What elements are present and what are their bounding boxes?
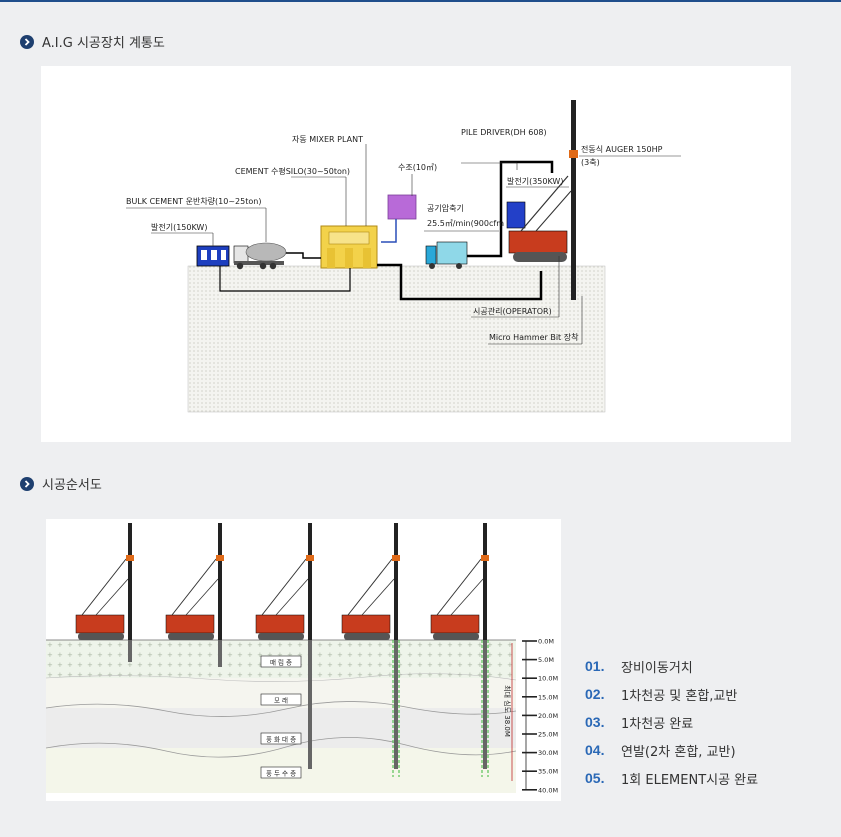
section-heading-system: A.I.G 시공장치 계통도 [20,32,165,51]
air-line [467,160,554,258]
depth-label: 10.0M [538,675,558,683]
grout-line [377,263,543,301]
depth-label: 15.0M [538,693,558,701]
depth-label: 5.0M [538,656,554,664]
pile-driver-rig [430,523,489,777]
system-diagram: + [126,100,681,413]
water-tank [387,194,417,220]
svg-text:풍 화 대 층: 풍 화 대 층 [266,735,296,744]
system-diagram-panel: + [41,66,791,442]
label-hammer-bit: Micro Hammer Bit 장착 [489,332,579,342]
rig-layer [75,523,489,777]
depth-scale: 0.0M 5.0M 10.0M 15.0M 20.0M 25.0M 30.0M 35.0M 40… [522,638,558,794]
depth-label: 25.0M [538,731,558,739]
svg-text:매 립 층: 매 립 층 [270,658,292,667]
section-title: 시공순서도 [42,478,102,493]
step-item: 03. 1차천공 완료 [585,708,758,736]
depth-label: 30.0M [538,749,558,757]
sequence-diagram: 매 립 층 모 래 풍 화 대 층 풍 두 수 층 0.0M 5.0M 10.0M 1… [45,523,558,794]
section-title: A.I.G 시공장치 계통도 [42,36,165,51]
step-item: 04. 연발(2차 혼합, 교반) [585,736,758,764]
svg-text:풍 두 수 층: 풍 두 수 층 [266,769,296,778]
step-number: 01. [585,658,605,674]
label-air-compressor: 공기압축기 [427,204,464,213]
pile-driver-rig [165,523,224,667]
label-mixer-plant: 자동 MIXER PLANT [292,135,363,144]
label-water-tank: 수조(10㎥) [398,163,437,172]
step-item: 01. 장비이동거치 [585,652,758,680]
chevron-right-icon [20,476,34,491]
depth-label: 40.0M [538,786,558,794]
label-auger: 전동식 AUGER 150HP [581,144,663,154]
depth-label: 0.0M [538,638,554,646]
step-number: 05. [585,770,605,786]
step-item: 02. 1차천공 및 혼합,교반 [585,680,758,708]
generator-150kw [196,245,230,267]
label-air-compressor-spec: 25.5㎥/min(900cfm [427,219,504,228]
layer-label-weathered: 풍 화 대 층 [260,732,302,745]
layer-label-soft-rock: 풍 두 수 층 [260,766,302,779]
total-depth-label: 최대 심도 38.0M [503,685,512,737]
chevron-right-icon [20,34,34,49]
step-text: 1회 ELEMENT시공 완료 [621,772,759,788]
step-number: 04. [585,742,605,758]
layer-label-fill: 매 립 층 [260,655,302,668]
label-cement-silo: CEMENT 수평SILO(30~50ton) [235,166,350,176]
sequence-diagram-panel: 매 립 층 모 래 풍 화 대 층 풍 두 수 층 0.0M 5.0M 10.0M 1… [45,519,561,801]
step-text: 장비이동거치 [621,660,693,676]
pile-driver-rig [75,523,134,662]
label-bulk-cement: BULK CEMENT 운반차량(10~25ton) [126,196,261,206]
svg-text:모 래: 모 래 [274,696,288,705]
step-text: 1차천공 완료 [621,716,694,732]
label-operator: 시공관리(OPERATOR) [473,306,552,316]
label-auger-axes: (3축) [581,158,600,167]
top-accent-line [0,0,841,2]
steps-list: 01. 장비이동거치 02. 1차천공 및 혼합,교반 03. 1차천공 완료 … [585,652,758,792]
step-item: 05. 1회 ELEMENT시공 완료 [585,764,758,792]
label-pile-driver: PILE DRIVER(DH 608) [461,128,547,137]
label-generator-large: 발전기(350KW) [507,176,563,186]
label-generator-small: 발전기(150KW) [151,222,207,232]
bulk-cement-truck [233,242,287,270]
ground-section [187,265,606,413]
step-number: 03. [585,714,605,730]
depth-label: 20.0M [538,712,558,720]
step-text: 연발(2차 혼합, 교반) [621,744,736,760]
step-text: 1차천공 및 혼합,교반 [621,688,738,704]
mixer-plant [320,225,378,269]
pile-driver-rig [341,523,400,777]
section-heading-sequence: 시공순서도 [20,474,102,493]
pile-driver [508,100,578,300]
pile-driver-rig [255,523,314,769]
depth-label: 35.0M [538,768,558,776]
air-compressor [425,241,468,269]
layer-label-sand: 모 래 [260,693,302,706]
generator-350kw [506,201,526,229]
step-number: 02. [585,686,605,702]
